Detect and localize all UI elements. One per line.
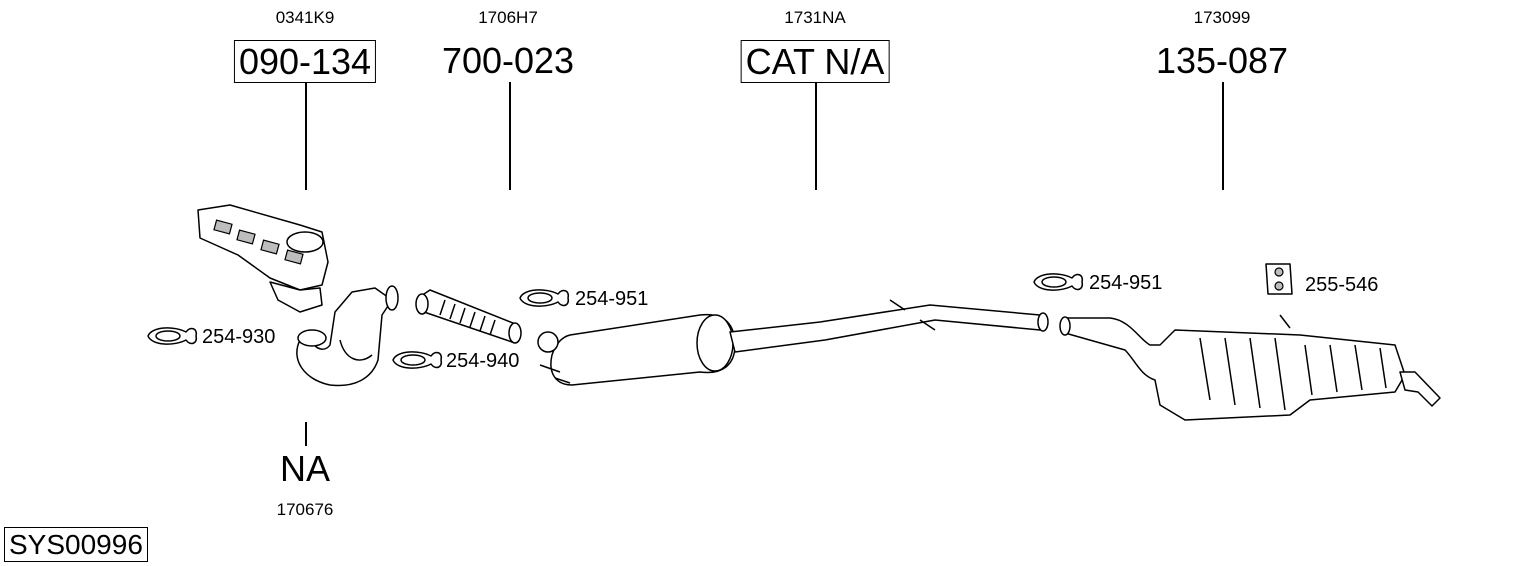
exhaust-manifold	[197, 204, 329, 313]
leader-line-1	[305, 82, 307, 190]
clamp-label-254-930: 254-930	[202, 326, 276, 348]
clamp-254-951-rear-icon	[1033, 273, 1084, 291]
part-number-2: 700-023	[441, 40, 575, 81]
catalytic-converter	[537, 313, 736, 386]
clamp-label-254-940: 254-940	[446, 350, 520, 372]
leader-line-bottom	[305, 422, 307, 446]
hanger-label-255-546: 255-546	[1305, 274, 1379, 296]
system-code: SYS00996	[4, 527, 148, 562]
clamp-label-254-951-rear: 254-951	[1089, 272, 1163, 294]
part-number-bottom: NA	[279, 448, 331, 489]
part-number-4: 135-087	[1155, 40, 1289, 81]
clamp-254-930-icon	[147, 327, 198, 345]
ref-label-4: 173099	[1193, 8, 1251, 27]
bent-pipe	[296, 285, 399, 387]
ref-label-2: 1706H7	[478, 8, 538, 27]
part-number-3: CAT N/A	[740, 40, 890, 83]
leader-line-3	[815, 82, 817, 190]
rubber-hanger-icon	[1265, 263, 1293, 295]
leader-line-4	[1222, 82, 1224, 190]
ref-label-3: 1731NA	[784, 8, 846, 27]
clamp-254-940-icon	[392, 351, 443, 369]
ref-label-1: 0341K9	[275, 8, 335, 27]
middle-pipe	[729, 299, 1049, 353]
rear-silencer	[1059, 314, 1441, 421]
part-number-1: 090-134	[233, 40, 377, 83]
ref-label-bottom: 170676	[276, 500, 334, 519]
leader-line-2	[509, 82, 511, 190]
clamp-label-254-951: 254-951	[575, 288, 649, 310]
clamp-254-951-icon	[519, 289, 570, 307]
flex-pipe	[415, 289, 522, 344]
